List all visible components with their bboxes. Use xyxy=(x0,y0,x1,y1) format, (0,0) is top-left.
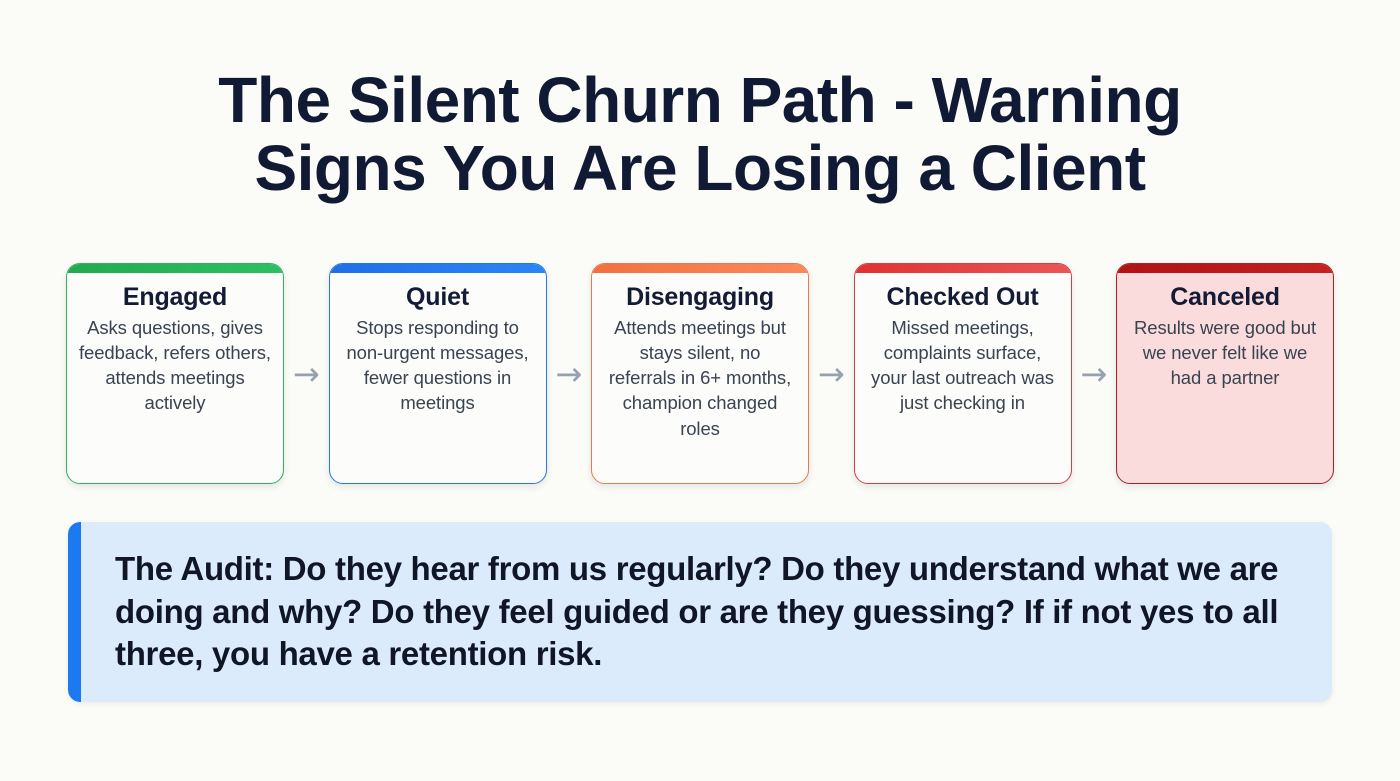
arrow-right-icon: → xyxy=(817,354,845,393)
stage-accent-bar-engaged xyxy=(67,264,283,273)
callout-accent-bar xyxy=(68,522,81,702)
stage-accent-bar-canceled xyxy=(1117,264,1333,273)
page-title-line-2: Signs You Are Losing a Client xyxy=(254,132,1146,205)
stage-card-checked-out[interactable]: Checked Out Missed meetings, complaints … xyxy=(853,263,1072,484)
stage-accent-bar-checked-out xyxy=(854,264,1071,273)
stage-card-canceled[interactable]: Canceled Results were good but we never … xyxy=(1116,263,1334,484)
stage-title-disengaging: Disengaging xyxy=(626,283,774,311)
stage-card-quiet[interactable]: Quiet Stops responding to non-urgent mes… xyxy=(328,263,547,484)
stage-card-disengaging[interactable]: Disengaging Attends meetings but stays s… xyxy=(591,263,809,484)
stage-card-engaged[interactable]: Engaged Asks questions, gives feedback, … xyxy=(66,263,284,484)
page-title-line-1: The Silent Churn Path - Warning xyxy=(218,64,1182,136)
stage-description-canceled: Results were good but we never felt like… xyxy=(1134,317,1316,389)
stage-description-checked-out: Missed meetings, complaints surface, you… xyxy=(871,317,1054,414)
stage-description-quiet: Stops responding to non-urgent messages,… xyxy=(346,317,529,414)
callout-text: The Audit: Do they hear from us regularl… xyxy=(115,549,1279,673)
stage-description-engaged: Asks questions, gives feedback, refers o… xyxy=(79,317,271,414)
churn-stage-flow: Engaged Asks questions, gives feedback, … xyxy=(66,263,1334,488)
stage-accent-bar-disengaging xyxy=(592,264,808,273)
stage-accent-bar-quiet xyxy=(329,264,546,273)
stage-title-engaged: Engaged xyxy=(122,283,228,311)
arrow-right-icon: → xyxy=(1080,354,1108,393)
audit-callout: The Audit: Do they hear from us regularl… xyxy=(68,522,1332,702)
stage-title-canceled: Canceled xyxy=(1170,283,1280,311)
stage-title-checked-out: Checked Out xyxy=(886,283,1039,311)
stage-title-quiet: Quiet xyxy=(406,283,469,311)
page-title: The Silent Churn Path - Warning Signs Yo… xyxy=(0,66,1400,203)
arrow-right-icon: → xyxy=(555,354,583,393)
stage-description-disengaging: Attends meetings but stays silent, no re… xyxy=(608,317,792,439)
arrow-right-icon: → xyxy=(292,354,320,393)
